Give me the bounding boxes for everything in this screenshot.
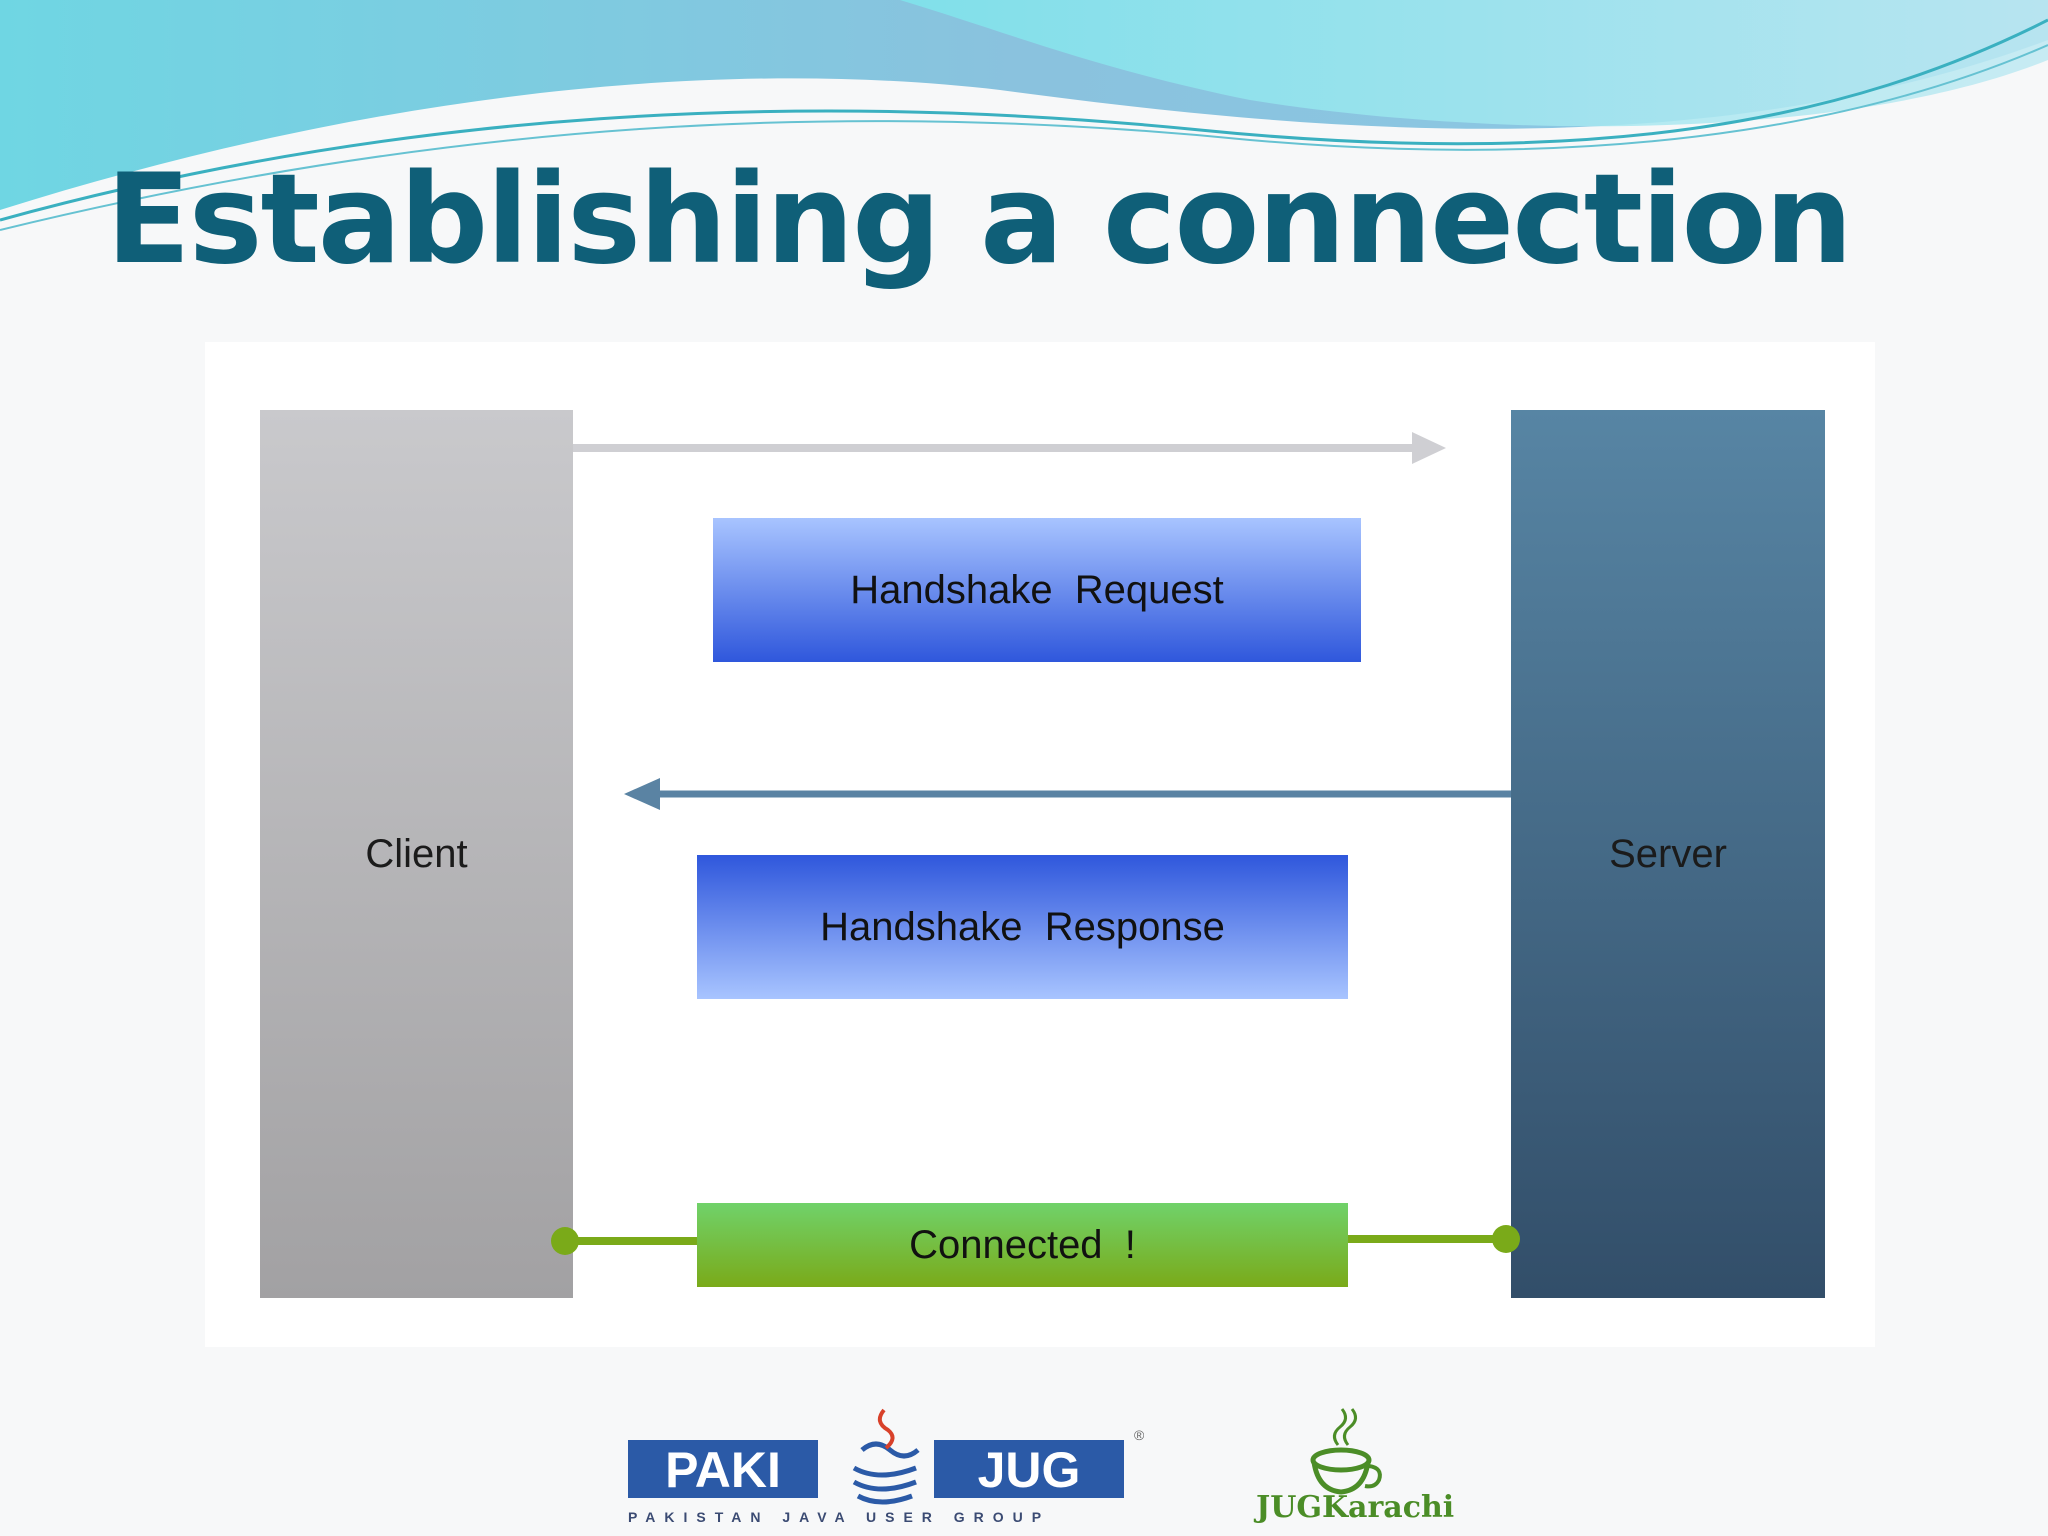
paki-logo-left-text: PAKI — [665, 1442, 781, 1498]
connected-box: Connected ! — [697, 1203, 1348, 1287]
paki-jug-logo: PAKI JUG ® — [628, 1408, 1144, 1505]
handshake-request-box: Handshake Request — [713, 518, 1361, 662]
decorative-wave-header — [0, 0, 2048, 231]
client-label: Client — [365, 831, 468, 876]
coffee-cup-icon — [1310, 1408, 1382, 1495]
server-label: Server — [1609, 831, 1727, 876]
client-column: Client — [260, 410, 573, 1298]
jug-karachi-text: JUGKarachi — [1256, 1490, 1455, 1525]
slide-title: Establishing a connection — [106, 148, 1853, 292]
java-cup-icon — [852, 1408, 920, 1505]
svg-text:®: ® — [1134, 1427, 1144, 1443]
connected-label: Connected ! — [909, 1222, 1136, 1267]
handshake-response-label: Handshake Response — [820, 904, 1225, 949]
paki-logo-right-text: JUG — [978, 1442, 1081, 1498]
paki-jug-tagline: PAKISTAN JAVA USER GROUP — [628, 1509, 1051, 1525]
server-column: Server — [1511, 410, 1825, 1298]
handshake-response-box: Handshake Response — [697, 855, 1348, 999]
handshake-request-label: Handshake Request — [850, 567, 1224, 612]
jug-karachi-logo — [1310, 1408, 1382, 1495]
